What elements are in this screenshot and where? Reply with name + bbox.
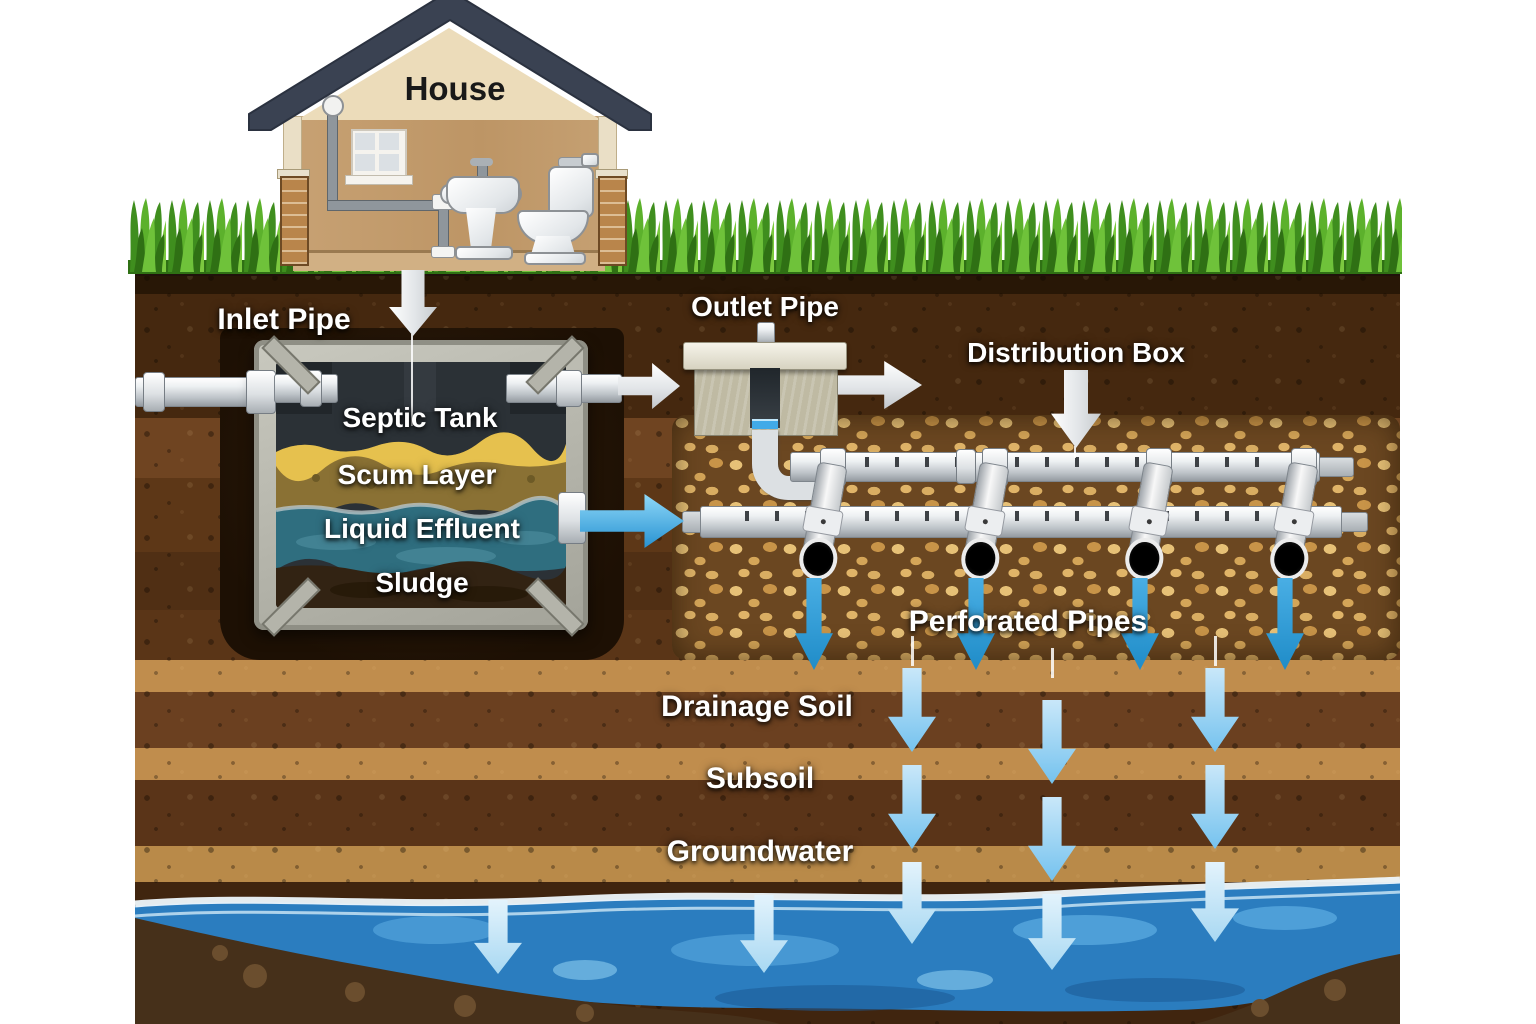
dbox-pointer-line — [1074, 446, 1076, 458]
branch-collar — [1272, 505, 1315, 538]
percolation-trace-line — [1051, 648, 1054, 678]
label-outlet-pipe: Outlet Pipe — [691, 291, 839, 322]
sink-faucet-spout — [470, 158, 493, 166]
toilet-flush-knob — [581, 153, 599, 167]
window-sill — [345, 175, 413, 185]
label-drainage-soil: Drainage Soil — [661, 690, 853, 723]
upper-pipe-end-stub — [1318, 457, 1354, 477]
distribution-box-slot — [750, 368, 780, 428]
toilet-foot — [524, 252, 586, 265]
brick-pillar-left — [280, 176, 309, 266]
branch-collar — [963, 505, 1006, 538]
pipe-perforations — [809, 457, 1275, 467]
branch-collar — [1127, 505, 1170, 538]
sink-base — [455, 246, 513, 260]
label-scum-layer: Scum Layer — [337, 459, 497, 490]
brick-pillar-right — [598, 176, 627, 266]
label-distribution-box: Distribution Box — [967, 337, 1185, 368]
inlet-pipe-coupler — [143, 372, 165, 412]
label-liquid-effluent: Liquid Effluent — [324, 513, 520, 544]
lower-pipe-end-stub — [1340, 512, 1368, 532]
perforated-pipe-lower — [700, 506, 1342, 538]
inlet-tank-fitting — [246, 370, 276, 414]
sink-pedestal — [465, 208, 497, 250]
label-house: House — [404, 70, 506, 107]
vent-cap-icon — [322, 95, 344, 117]
label-subsoil: Subsoil — [705, 762, 815, 795]
pipe-perforations — [719, 511, 1297, 521]
label-perforated-pipes: Perforated Pipes — [908, 605, 1148, 638]
drain-floor-collar — [431, 246, 455, 258]
house-drain-pipe-horizontal — [327, 200, 449, 211]
percolation-trace-line — [911, 636, 914, 666]
branch-collar — [801, 505, 844, 538]
label-inlet-pipe: Inlet Pipe — [217, 303, 351, 336]
inlet-leader-line — [411, 334, 413, 426]
label-groundwater: Groundwater — [666, 835, 854, 868]
label-sludge: Sludge — [375, 567, 469, 598]
label-septic-tank: Septic Tank — [342, 402, 498, 433]
percolation-trace-line — [1214, 636, 1217, 666]
roof — [248, 0, 652, 131]
upper-pipe-joint — [956, 449, 976, 484]
tank-outlet-fitting — [556, 370, 582, 407]
distribution-box-lid — [683, 342, 847, 370]
distribution-box-waterline — [752, 419, 778, 429]
perforated-pipe-upper — [790, 452, 1320, 482]
